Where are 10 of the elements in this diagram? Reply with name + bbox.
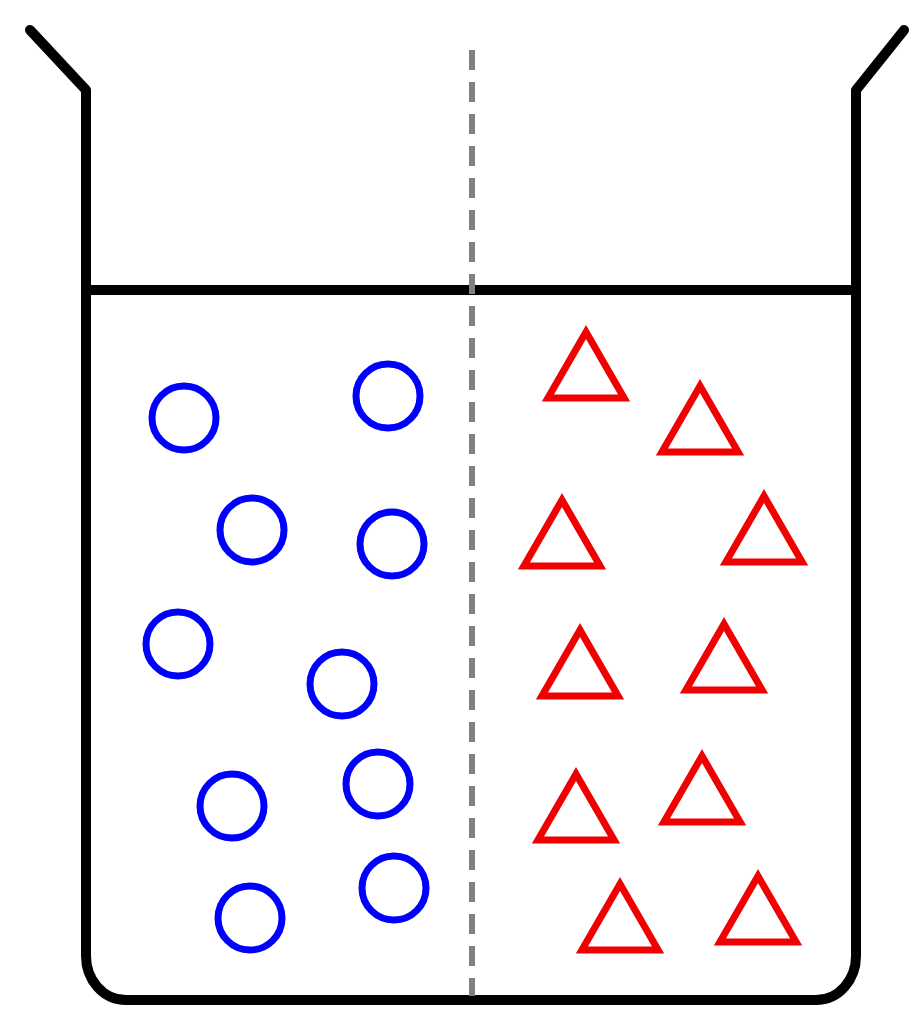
circle-particle	[356, 508, 428, 580]
circle-particle	[342, 748, 414, 820]
circle-particle	[214, 882, 286, 954]
circle-particle	[216, 494, 288, 566]
circle-particle	[148, 382, 220, 454]
circle-particle	[142, 608, 214, 680]
circle-particle	[196, 770, 268, 842]
circle-particle	[306, 648, 378, 720]
circle-particle	[352, 360, 424, 432]
circle-particle	[358, 852, 430, 924]
